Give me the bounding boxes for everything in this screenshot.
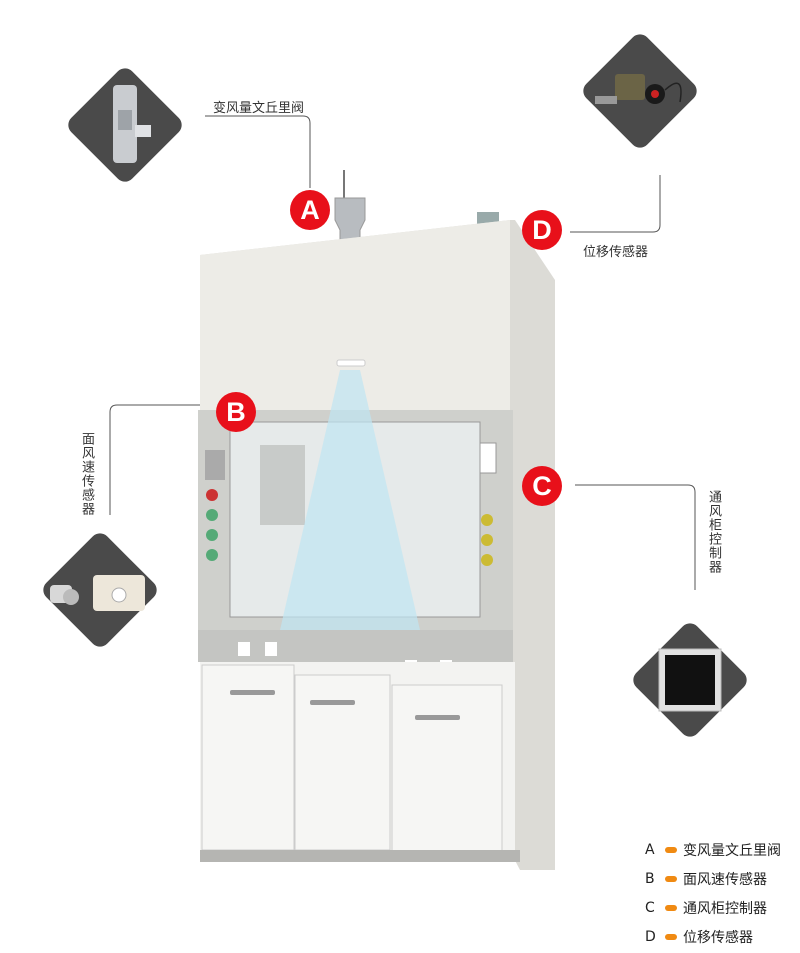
callout-d-label: 位移传感器 [583,245,649,260]
marker-d[interactable]: D [522,210,562,250]
fume-hood-cabinet [198,170,555,870]
callout-a-label: 变风量文丘里阀 [213,101,305,116]
callout-b-label: 面风速传感器 [79,432,94,516]
venturi-valve-icon [113,85,151,163]
legend-item-d: D 位移传感器 [645,927,753,947]
dash-icon [665,876,677,882]
connector-a [205,115,311,188]
dash-icon [665,847,677,853]
connector-b [109,404,215,515]
legend-item-b: B 面风速传感器 [645,869,767,889]
legend-label: 变风量文丘里阀 [683,843,781,859]
callout-c-label: 通风柜控制器 [706,490,721,574]
legend-letter: C [645,900,655,916]
dash-icon [665,905,677,911]
legend-letter: A [645,842,655,858]
marker-c[interactable]: C [522,466,562,506]
legend-item-a: A 变风量文丘里阀 [645,840,781,860]
fume-hood-controller-icon [658,648,722,712]
face-velocity-sensor-icon [50,575,145,611]
legend-label: 通风柜控制器 [683,901,767,917]
connector-d [570,175,661,233]
legend-letter: B [645,871,655,887]
legend-letter: D [645,929,656,945]
displacement-sensor-icon [595,74,682,104]
marker-a[interactable]: A [290,190,330,230]
legend-label: 面风速传感器 [683,872,767,888]
legend-label: 位移传感器 [683,930,753,946]
connector-c [575,484,696,590]
legend-item-c: C 通风柜控制器 [645,898,767,918]
dash-icon [665,934,677,940]
marker-b[interactable]: B [216,392,256,432]
